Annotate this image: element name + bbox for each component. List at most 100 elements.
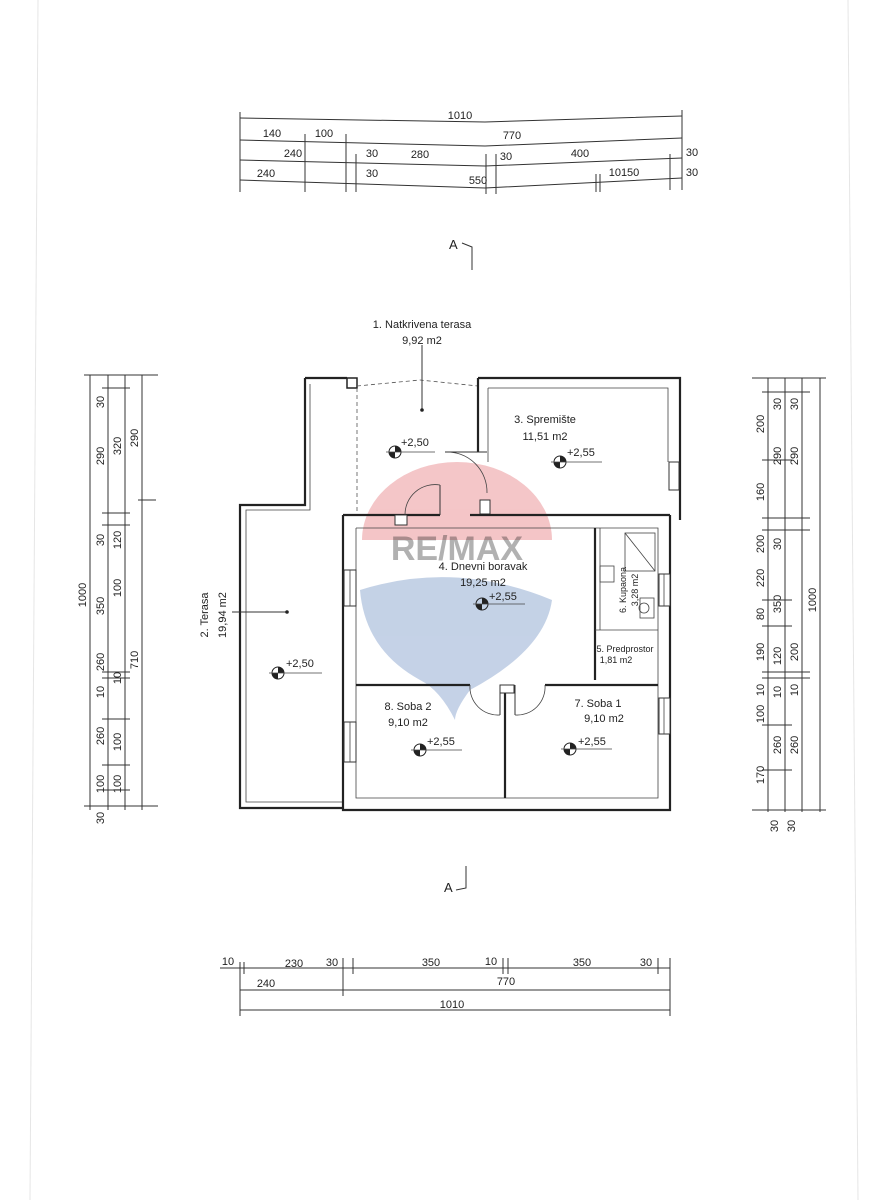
- dim-left-320: 320: [112, 437, 124, 455]
- dim-top-100: 100: [315, 128, 333, 140]
- room-2-level: +2,50: [286, 658, 314, 670]
- dim-bottom-240: 240: [257, 978, 275, 990]
- dim-left-290b: 290: [129, 429, 141, 447]
- dim-left-100b: 100: [112, 579, 124, 597]
- dim-top-400: 400: [571, 148, 589, 160]
- room-4-level: +2,55: [489, 591, 517, 603]
- dim-top-30c: 30: [686, 147, 698, 159]
- dim-right-30b: 30: [772, 538, 784, 550]
- dim-bottom-10a: 10: [222, 956, 234, 968]
- dim-top-30b: 30: [500, 151, 512, 163]
- section-mark-top: A: [449, 237, 458, 252]
- dim-right-260b: 260: [789, 736, 801, 754]
- section-arrow-top: [461, 242, 473, 270]
- dim-right-80: 80: [755, 608, 767, 620]
- room-3-name: 3. Spremište: [514, 414, 576, 426]
- dim-right-200c: 200: [789, 643, 801, 661]
- dim-right-160: 160: [755, 483, 767, 501]
- room-3-level: +2,55: [567, 447, 595, 459]
- level-marker-living: [473, 597, 525, 611]
- dim-top-770: 770: [503, 130, 521, 142]
- room-6-area: 3,28 m2: [630, 574, 640, 607]
- dim-left-30-bottom: 30: [95, 812, 107, 824]
- room-4-area: 19,25 m2: [460, 577, 506, 589]
- dim-right-220: 220: [755, 569, 767, 587]
- dim-bottom-1010: 1010: [440, 999, 464, 1011]
- left-dimension-lines: [84, 374, 158, 810]
- level-marker-covered-terrace: [386, 445, 435, 459]
- remax-watermark-text: RE/MAX: [391, 530, 524, 568]
- dim-right-10b: 10: [772, 686, 784, 698]
- dim-left-100d: 100: [112, 775, 124, 793]
- dim-bottom-30a: 30: [326, 957, 338, 969]
- dim-left-350: 350: [95, 597, 107, 615]
- dim-right-30-bottom-a: 30: [769, 820, 781, 832]
- dim-right-10a: 10: [755, 684, 767, 696]
- dim-right-30a: 30: [772, 398, 784, 410]
- dim-top-10150: 10150: [609, 167, 640, 179]
- dim-left-30b: 30: [95, 534, 107, 546]
- dim-bottom-350b: 350: [573, 957, 591, 969]
- section-mark-bottom: A: [444, 880, 453, 895]
- room-7-level: +2,55: [578, 736, 606, 748]
- room-3-area: 11,51 m2: [522, 431, 567, 443]
- dim-bottom-30b: 30: [640, 957, 652, 969]
- dim-left-10b: 10: [112, 672, 124, 684]
- paper-fold-left: [29, 0, 39, 1200]
- dim-left-120: 120: [112, 531, 124, 549]
- dim-right-30c: 30: [789, 398, 801, 410]
- top-dimension-lines: [239, 110, 683, 194]
- dim-right-100: 100: [755, 705, 767, 723]
- dim-top-30a: 30: [366, 148, 378, 160]
- dim-left-710: 710: [129, 651, 141, 669]
- room-6-name: 6. Kupaona: [618, 567, 628, 613]
- level-marker-storage: [551, 455, 602, 469]
- dim-left-260b: 260: [95, 727, 107, 745]
- dim-top-240b: 240: [257, 168, 275, 180]
- dim-left-100c: 100: [112, 733, 124, 751]
- dim-right-200a: 200: [755, 415, 767, 433]
- dim-left-100a: 100: [95, 775, 107, 793]
- paper-fold-right: [847, 0, 859, 1200]
- dim-bottom-350a: 350: [422, 957, 440, 969]
- room-1-area: 9,92 m2: [402, 335, 442, 347]
- dim-right-120: 120: [772, 647, 784, 665]
- room-5-area: 1,81 m2: [600, 655, 633, 665]
- room-7-area: 9,10 m2: [584, 713, 624, 725]
- dim-right-290b: 290: [789, 447, 801, 465]
- dim-left-10: 10: [95, 686, 107, 698]
- room-8-area: 9,10 m2: [388, 717, 428, 729]
- dim-right-170: 170: [755, 766, 767, 784]
- plan-walls: [232, 345, 682, 812]
- bottom-dimension-lines: [220, 958, 671, 1016]
- remax-watermark: [360, 462, 552, 720]
- dim-top-30d: 30: [366, 168, 378, 180]
- dim-top-140: 140: [263, 128, 281, 140]
- dim-right-30-bottom-b: 30: [786, 820, 798, 832]
- level-marker-room-1: [561, 742, 612, 756]
- dim-left-30a: 30: [95, 396, 107, 408]
- level-marker-room-2: [411, 743, 462, 757]
- dim-left-260a: 260: [95, 653, 107, 671]
- dim-left-290: 290: [95, 447, 107, 465]
- level-marker-terrace: [269, 666, 322, 680]
- section-arrow-bottom: [455, 866, 467, 891]
- dim-top-30e: 30: [686, 167, 698, 179]
- room-8-level: +2,55: [427, 736, 455, 748]
- room-8-name: 8. Soba 2: [384, 701, 431, 713]
- dim-left-1000: 1000: [77, 583, 89, 607]
- right-dimension-lines: [752, 377, 826, 812]
- dim-right-1000: 1000: [807, 588, 819, 612]
- dim-right-260a: 260: [772, 736, 784, 754]
- dim-right-350: 350: [772, 595, 784, 613]
- room-2-area: 19,94 m2: [217, 592, 229, 638]
- dim-top-1010: 1010: [448, 110, 472, 122]
- room-2-name: 2. Terasa: [199, 592, 211, 638]
- room-5-name: 5. Predprostor: [596, 644, 653, 654]
- dim-right-10c: 10: [789, 684, 801, 696]
- dim-top-280: 280: [411, 149, 429, 161]
- room-7-name: 7. Soba 1: [574, 698, 621, 710]
- dim-bottom-770: 770: [497, 976, 515, 988]
